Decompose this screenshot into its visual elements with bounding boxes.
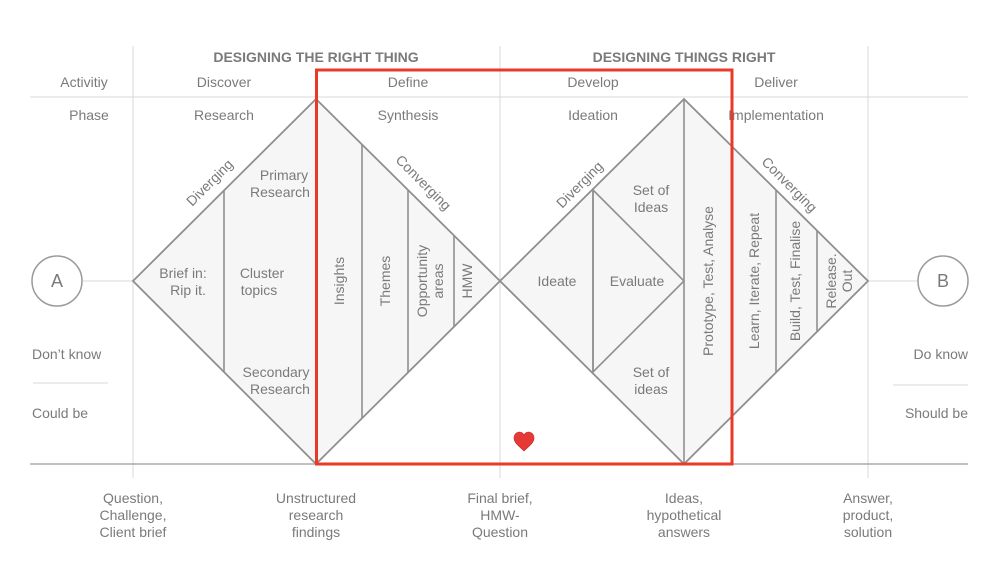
milestone-2-line2: research [289, 507, 343, 523]
set-of-ideas-top-line1: Set of [633, 182, 670, 198]
secondary-research-line1: Secondary [243, 364, 310, 380]
milestone-5-line2: product, [843, 507, 894, 523]
start-circle [31, 255, 83, 307]
opportunity-areas-line2: areas [430, 263, 446, 298]
dont-know-label: Don’t know [32, 346, 102, 362]
opportunity-areas-line1: Opportunity [414, 245, 430, 317]
heart-icon [513, 431, 535, 452]
end-label: B [937, 271, 949, 291]
activity-deliver: Deliver [754, 74, 798, 90]
evaluate-label: Evaluate [610, 273, 665, 289]
primary-research-line1: Primary [260, 167, 308, 183]
milestone-3-line3: Question [472, 524, 528, 540]
phase-ideation: Ideation [568, 107, 618, 123]
phase-row-label: Phase [69, 107, 109, 123]
prototype-test-analyse-label: Prototype, Test, Analyse [700, 206, 716, 356]
set-of-ideas-top-line2: Ideas [634, 199, 668, 215]
milestone-3-line1: Final brief, [467, 490, 532, 506]
learn-iterate-repeat-label: Learn, Iterate, Repeat [746, 213, 762, 349]
activity-develop: Develop [567, 74, 619, 90]
ideate-label: Ideate [538, 273, 577, 289]
brief-label-line1: Brief in: [159, 265, 206, 281]
header-designing-right-thing: DESIGNING THE RIGHT THING [213, 49, 418, 65]
activity-discover: Discover [197, 74, 252, 90]
set-of-ideas-bottom-line1: Set of [633, 364, 670, 380]
milestone-5-line3: solution [844, 524, 892, 540]
milestone-1-line2: Challenge, [100, 507, 167, 523]
primary-research-line2: Research [250, 184, 310, 200]
build-test-finalise-label: Build, Test, Finalise [787, 221, 803, 342]
themes-label: Themes [377, 256, 393, 307]
brief-label-line2: Rip it. [170, 282, 206, 298]
secondary-research-line2: Research [250, 381, 310, 397]
insights-label: Insights [331, 257, 347, 305]
phase-synthesis: Synthesis [378, 107, 439, 123]
do-know-label: Do know [914, 346, 969, 362]
start-label: A [51, 271, 63, 291]
milestone-1-line1: Question, [103, 490, 163, 506]
set-of-ideas-bottom-line2: ideas [634, 381, 667, 397]
release-out-line1: Release. [823, 253, 839, 308]
release-out-line2: Out [839, 270, 855, 293]
milestone-5-line1: Answer, [843, 490, 893, 506]
milestone-4-line3: answers [658, 524, 710, 540]
focus-highlight-box [315, 68, 734, 466]
should-be-label: Should be [905, 405, 968, 421]
phase-research: Research [194, 107, 254, 123]
milestone-2-line3: findings [292, 524, 340, 540]
milestone-3-line2: HMW- [480, 507, 520, 523]
activity-define: Define [388, 74, 429, 90]
cluster-topics-line1: Cluster [240, 265, 285, 281]
milestone-1-line3: Client brief [100, 524, 167, 540]
hmw-label: HMW [459, 263, 475, 299]
header-designing-things-right: DESIGNING THINGS RIGHT [593, 49, 776, 65]
could-be-label: Could be [32, 405, 88, 421]
activity-row-label: Activitiy [60, 74, 107, 90]
phase-implementation: Implementation [728, 107, 824, 123]
cluster-topics-line2: topics [241, 282, 278, 298]
end-circle [917, 255, 969, 307]
milestone-4-line2: hypothetical [647, 507, 722, 523]
milestone-4-line1: Ideas, [665, 490, 703, 506]
milestone-2-line1: Unstructured [276, 490, 356, 506]
